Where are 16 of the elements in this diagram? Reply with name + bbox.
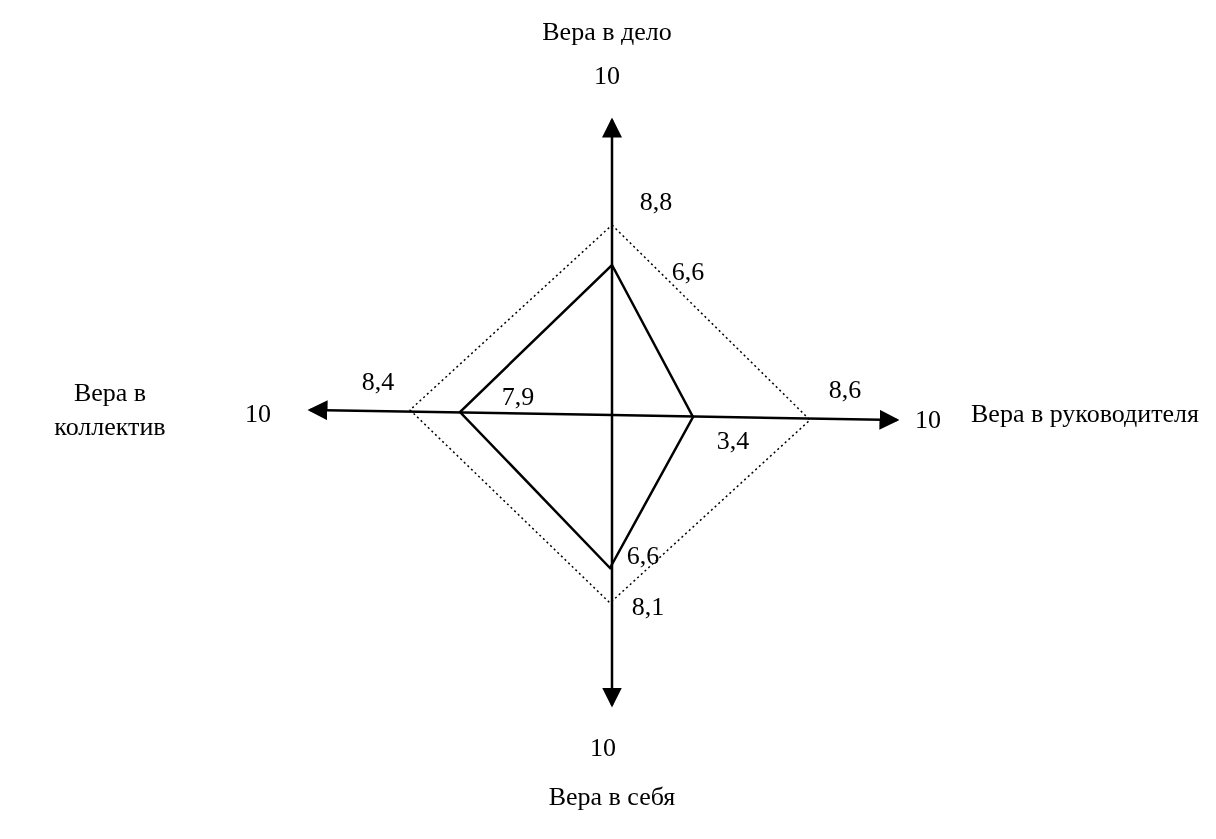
axis-label: Вера в руководителя <box>970 398 1200 430</box>
value-label: 8,8 <box>638 186 674 218</box>
value-label: 8,1 <box>630 591 666 623</box>
value-label: 6,6 <box>670 256 706 288</box>
value-label: 7,9 <box>500 381 536 413</box>
tick-label: 10 <box>244 398 272 430</box>
value-label: 3,4 <box>715 425 751 457</box>
tick-label: 10 <box>589 732 617 764</box>
axis-label: Вера в коллектив <box>53 377 167 443</box>
value-label: 8,4 <box>360 366 396 398</box>
axis-label: Вера в себя <box>547 781 677 813</box>
tick-label: 10 <box>593 60 621 92</box>
tick-label: 10 <box>914 404 942 436</box>
axis-label: Вера в дело <box>541 16 673 48</box>
value-label: 6,6 <box>625 540 661 572</box>
value-label: 8,6 <box>827 374 863 406</box>
